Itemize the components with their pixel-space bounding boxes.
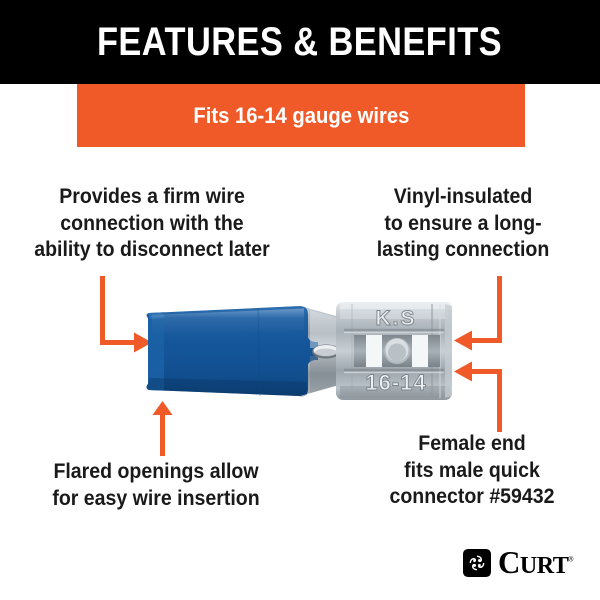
page-title: FEATURES & BENEFITS [97, 20, 503, 64]
callout-bottom-left: Flared openings allow for easy wire inse… [52, 460, 260, 510]
slot-tab-left [366, 335, 382, 367]
stamp-top: K.S [375, 307, 416, 330]
curt-wordmark: CURT® [498, 547, 573, 579]
subheader-banner: Fits 16-14 gauge wires [77, 84, 525, 147]
slot-tab-right [412, 335, 428, 367]
callout-top-right: Vinyl-insulated to ensure a long- lastin… [376, 185, 550, 262]
leader-arrow-bottom-right [450, 361, 510, 434]
callout-top-left: Provides a firm wire connection with the… [34, 185, 270, 262]
stamp-bottom: 16-14 [365, 370, 426, 395]
vinyl-highlight [152, 308, 304, 335]
curt-logo: CURT® [463, 547, 573, 578]
registered-mark: ® [568, 556, 573, 564]
curt-wordmark-rest: URT [519, 552, 569, 580]
header-bar: FEATURES & BENEFITS [0, 0, 600, 84]
leader-arrow-top-left [98, 274, 158, 354]
leader-arrow-top-right [450, 274, 510, 354]
product-image-quick-connector: K.S 16-14 [140, 278, 470, 423]
callout-bottom-right: Female end fits male quick connector #59… [389, 432, 555, 509]
subheader-text: Fits 16-14 gauge wires [193, 102, 409, 128]
curt-pinwheel-icon [463, 548, 491, 577]
leader-arrow-bottom-left [148, 400, 178, 458]
curt-wordmark-text: C [498, 544, 520, 581]
